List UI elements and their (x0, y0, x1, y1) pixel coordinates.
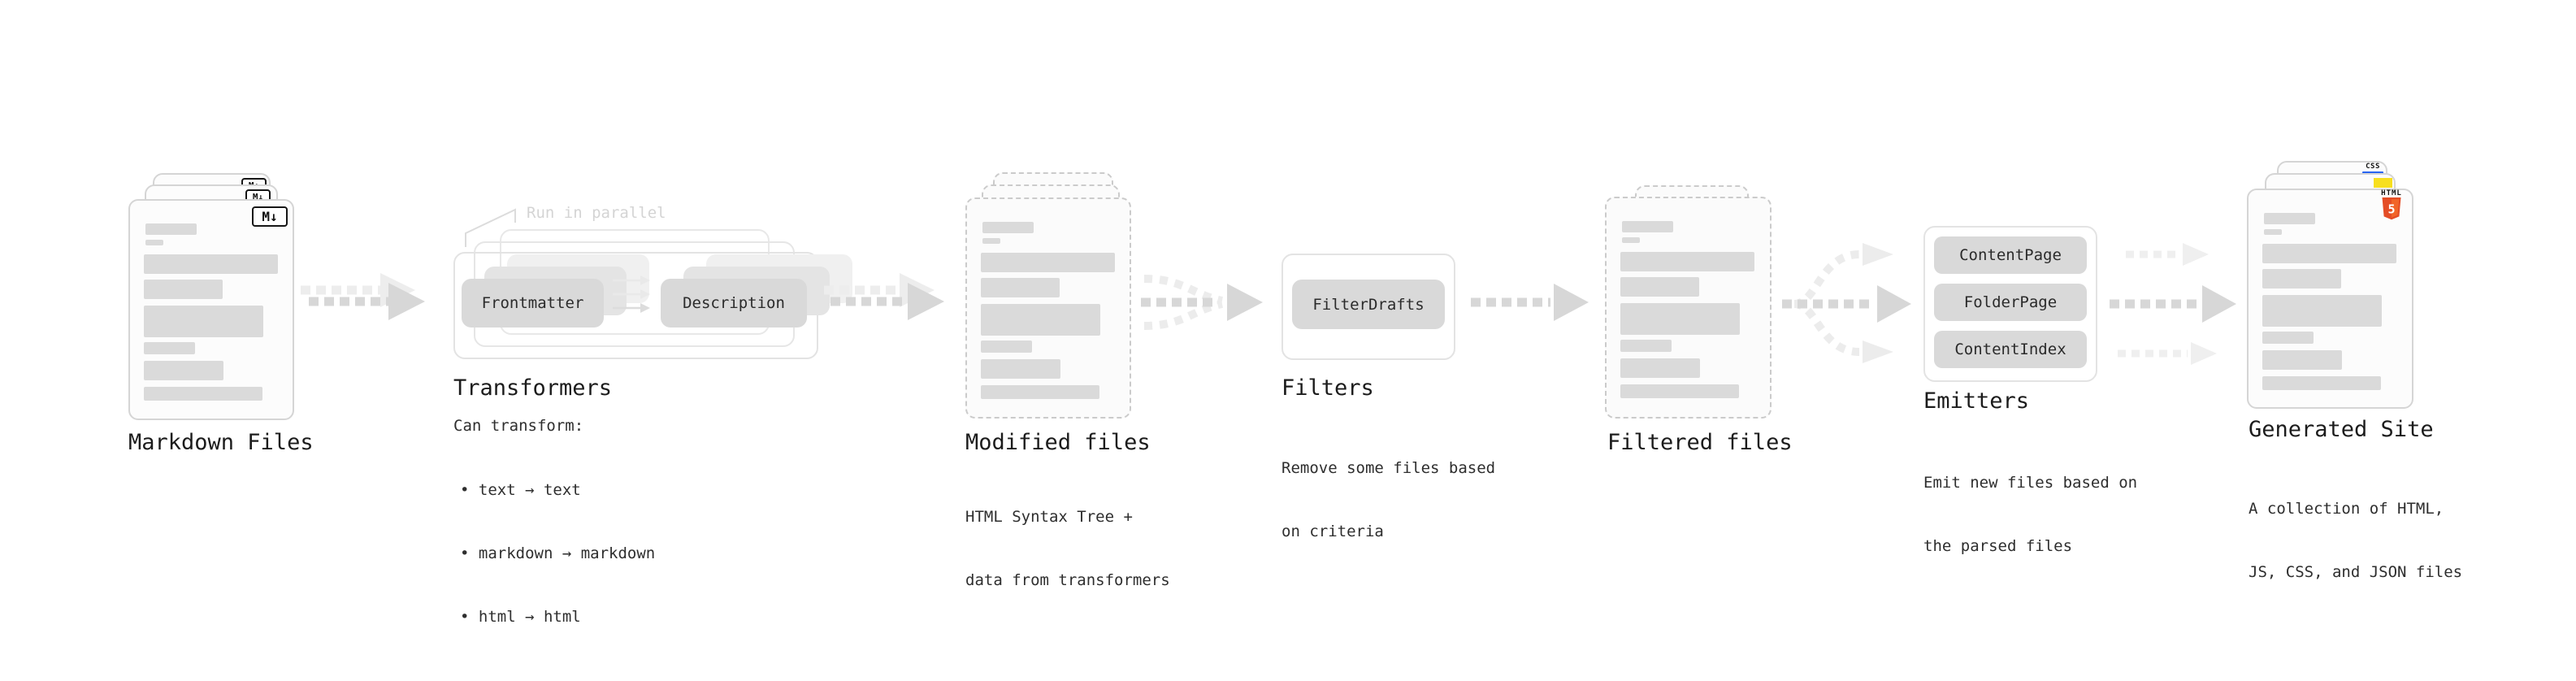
markdown-icon: M↓ (252, 206, 288, 227)
arrow-filters-to-filtered-icon (1471, 284, 1589, 321)
skeleton-text-bar (981, 385, 1099, 399)
filters-label: Filters (1281, 375, 1374, 401)
skeleton-text-bar (144, 342, 195, 354)
arrow-merge-modified-to-filters-icon (1141, 275, 1263, 330)
filters-desc: Remove some files based on criteria (1281, 459, 1496, 540)
skeleton-text-bar (145, 223, 197, 235)
frontmatter-pill: Frontmatter (462, 279, 604, 327)
skeleton-text-bar (1620, 303, 1740, 335)
transformers-desc-title: Can transform: (453, 417, 584, 435)
skeleton-text-bar (144, 254, 278, 274)
folderpage-pill: FolderPage (1934, 284, 2087, 321)
generated-site-label: Generated Site (2249, 417, 2434, 442)
skeleton-text-bar (1620, 340, 1672, 352)
filtered-file-page-front (1605, 197, 1772, 419)
bullet-item: • markdown → markdown (460, 544, 656, 562)
skeleton-text-bar (981, 340, 1032, 353)
parallel-arrows-icon (613, 275, 650, 313)
run-in-parallel-annotation: Run in parallel (527, 204, 666, 222)
generated-page-front (2247, 189, 2413, 409)
skeleton-text-bar (981, 359, 1060, 379)
modified-files-desc: HTML Syntax Tree + data from transformer… (965, 508, 1170, 589)
arrows-emitters-to-generated-icon (2110, 243, 2236, 365)
transformers-bullets: • text → text • markdown → markdown • ht… (460, 437, 655, 670)
skeleton-text-bar (982, 222, 1034, 233)
callout-line (465, 208, 516, 247)
emitters-label: Emitters (1923, 388, 2030, 414)
skeleton-text-bar (144, 280, 223, 299)
filtered-files-label: Filtered files (1607, 430, 1793, 455)
skeleton-text-bar (144, 361, 223, 380)
emitters-desc: Emit new files based on the parsed files (1923, 474, 2138, 555)
skeleton-text-bar (981, 304, 1100, 336)
arrow-markdown-to-transformers-icon (301, 273, 425, 320)
arrow-transformers-to-modified-icon (824, 273, 944, 320)
skeleton-text-bar (2262, 269, 2341, 288)
skeleton-text-bar (2262, 376, 2381, 390)
transformers-label: Transformers (453, 375, 613, 401)
skeleton-text-bar (2264, 213, 2315, 224)
skeleton-text-bar (145, 240, 163, 245)
filterdrafts-pill: FilterDrafts (1292, 280, 1445, 329)
skeleton-text-bar (1620, 358, 1700, 378)
arrow-fanout-filtered-to-emitters-icon (1782, 243, 1911, 363)
skeleton-text-bar (144, 387, 262, 401)
skeleton-text-bar (2262, 295, 2382, 327)
bullet-item: • text → text (460, 481, 581, 499)
markdown-files-label: Markdown Files (128, 430, 314, 455)
skeleton-text-bar (1620, 277, 1699, 297)
html5-icon: HTML 5 (2380, 189, 2403, 223)
bullet-item: • html → html (460, 608, 581, 626)
js-icon (2374, 178, 2392, 188)
contentpage-pill: ContentPage (1934, 236, 2087, 274)
modified-files-label: Modified files (965, 430, 1151, 455)
skeleton-text-bar (982, 238, 1000, 244)
description-pill: Description (661, 279, 807, 327)
skeleton-text-bar (2264, 229, 2282, 235)
skeleton-text-bar (981, 278, 1060, 297)
skeleton-text-bar (981, 253, 1115, 272)
skeleton-text-bar (2262, 332, 2314, 344)
markdown-file-page-front (128, 199, 294, 420)
skeleton-text-bar (2262, 350, 2342, 370)
generated-site-desc: A collection of HTML, JS, CSS, and JSON … (2249, 500, 2463, 581)
skeleton-text-bar (2262, 244, 2396, 263)
skeleton-text-bar (144, 306, 263, 337)
modified-file-page-front (965, 197, 1131, 419)
contentindex-pill: ContentIndex (1934, 331, 2087, 368)
skeleton-text-bar (1620, 252, 1754, 271)
skeleton-text-bar (1622, 237, 1640, 243)
svg-text:5: 5 (2387, 202, 2395, 217)
skeleton-text-bar (1622, 221, 1673, 232)
skeleton-text-bar (1620, 384, 1739, 398)
